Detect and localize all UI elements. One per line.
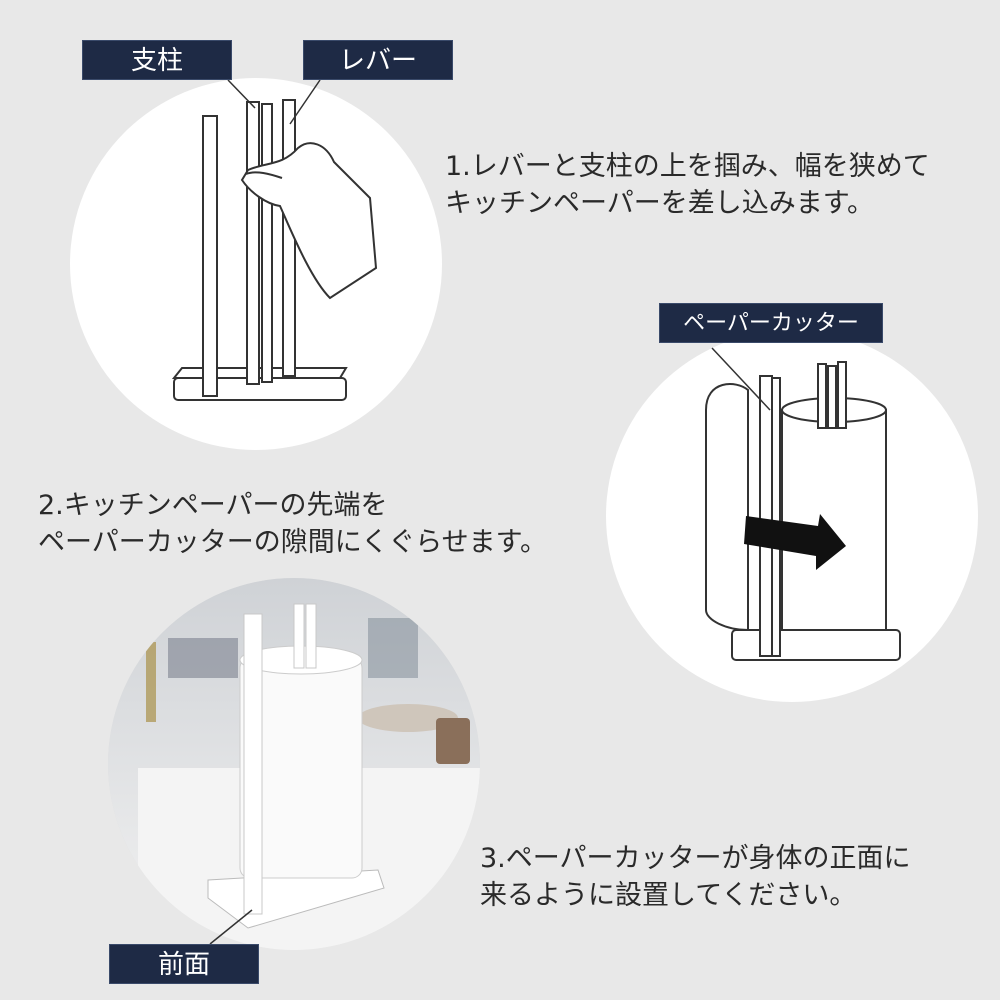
instruction-step2: 2.キッチンペーパーの先端を ペーパーカッターの隙間にくぐらせます。 bbox=[38, 487, 547, 561]
instruction-step2-line1: 2.キッチンペーパーの先端を bbox=[38, 490, 388, 521]
instruction-step2-line2: ペーパーカッターの隙間にくぐらせます。 bbox=[38, 527, 547, 558]
instruction-step1: 1.レバーと支柱の上を掴み、幅を狭めて キッチンペーパーを差し込みます。 bbox=[445, 148, 930, 222]
instruction-step3-line1: 3.ペーパーカッターが身体の正面に bbox=[480, 843, 911, 874]
instruction-step3: 3.ペーパーカッターが身体の正面に 来るように設置してください。 bbox=[480, 840, 911, 914]
holder-photo bbox=[108, 578, 480, 950]
instruction-step1-line1: 1.レバーと支柱の上を掴み、幅を狭めて bbox=[445, 151, 930, 182]
instruction-step3-line2: 来るように設置してください。 bbox=[480, 880, 857, 911]
photo-step3 bbox=[108, 578, 480, 950]
label-pillar: 支柱 bbox=[82, 40, 232, 80]
illustration-step2 bbox=[606, 330, 978, 702]
hand-icon bbox=[240, 142, 378, 300]
holder-hand-drawing bbox=[171, 99, 378, 401]
cutter-drawing bbox=[705, 361, 901, 661]
label-front: 前面 bbox=[109, 944, 259, 984]
illustration-step1 bbox=[70, 78, 442, 450]
instruction-step1-line2: キッチンペーパーを差し込みます。 bbox=[445, 188, 875, 219]
arrow-right-icon bbox=[744, 514, 846, 570]
label-lever: レバー bbox=[303, 40, 453, 80]
label-paper-cutter: ペーパーカッター bbox=[659, 303, 883, 343]
